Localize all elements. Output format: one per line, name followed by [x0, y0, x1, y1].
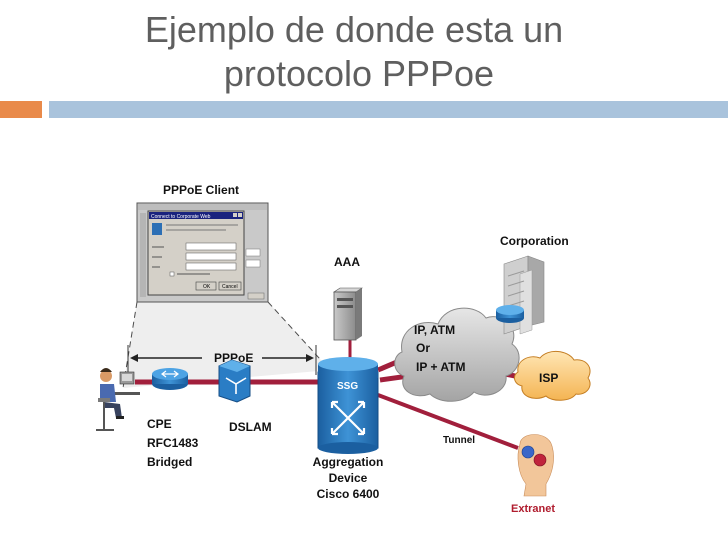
- pppoe-client-label: PPPoE Client: [163, 183, 239, 197]
- dialog-ok-label: OK: [203, 284, 211, 290]
- cpe-router-icon: [152, 368, 188, 390]
- extranet-label: Extranet: [511, 503, 555, 515]
- dialog-cancel-label: Cancel: [222, 284, 238, 290]
- dialog-help-icon[interactable]: [233, 213, 237, 217]
- dialog-side-field: [245, 259, 261, 268]
- aaa-server-icon: [333, 287, 363, 341]
- dialog-title: Connect to Corporate Web: [151, 214, 211, 220]
- dialog-cancel-button[interactable]: [218, 281, 242, 291]
- cloud-label-line3: IP + ATM: [416, 360, 465, 374]
- tunnel-label: Tunnel: [443, 435, 475, 446]
- title-line-1: Ejemplo de donde esta un: [144, 9, 564, 50]
- aaa-label: AAA: [334, 255, 360, 269]
- dialog-outer-button[interactable]: [247, 292, 265, 300]
- pppoe-client-dialog: Connect to Corporate Web OK Cancel: [122, 202, 331, 389]
- cpe-label-line2: RFC1483: [147, 436, 199, 450]
- aggregation-label-line3: Cisco 6400: [317, 487, 380, 501]
- accent-bar-orange: [0, 101, 42, 118]
- cloud-label-line2: Or: [416, 341, 430, 355]
- tunnel-link: [377, 393, 519, 450]
- dialog-close-icon[interactable]: [238, 213, 242, 217]
- dialog-side-field: [245, 248, 261, 257]
- dialog-password-field[interactable]: [185, 252, 237, 261]
- dialog-titlebar: [149, 212, 243, 219]
- dialog-dial-field[interactable]: [185, 262, 237, 271]
- ip-atm-cloud-icon: IP, ATM Or IP + ATM: [394, 307, 520, 402]
- aggregation-device-icon: SSG: [317, 357, 379, 454]
- cpe-label-line1: CPE: [147, 417, 172, 431]
- dialog-save-checkbox[interactable]: [169, 271, 175, 277]
- corporation-label: Corporation: [500, 234, 569, 248]
- dialog-outer-sidebar: [140, 213, 146, 297]
- dslam-icon: [218, 359, 251, 403]
- dialog-zoom-projection: [123, 302, 330, 388]
- dslam-label: DSLAM: [229, 420, 272, 434]
- ssg-label: SSG: [337, 381, 358, 392]
- aggregation-label-line2: Device: [329, 471, 368, 485]
- corporation-building-icon: [496, 255, 545, 335]
- pppoe-span-label: PPPoE: [214, 351, 253, 365]
- dialog-username-field[interactable]: [185, 242, 237, 251]
- accent-bar-blue: [49, 101, 728, 118]
- extranet-icon: [517, 434, 554, 497]
- cpe-label-line3: Bridged: [147, 455, 192, 469]
- dialog-network-icon: [152, 223, 162, 235]
- aggregation-label-line1: Aggregation: [313, 455, 384, 469]
- user-workstation-icon: [96, 368, 140, 431]
- zoom-line-right: [267, 301, 331, 371]
- dialog-ok-button[interactable]: [195, 281, 217, 291]
- isp-cloud-icon: ISP: [514, 351, 591, 401]
- pppoe-arrowhead-right: [306, 354, 314, 362]
- pppoe-arrowhead-left: [130, 354, 138, 362]
- title-line-2: protocolo PPPoe: [223, 53, 495, 94]
- isp-label: ISP: [539, 371, 558, 385]
- pppoe-span: PPPoE: [127, 345, 317, 375]
- cloud-label-line1: IP, ATM: [414, 323, 455, 337]
- slide-title: Ejemplo de donde esta un protocolo PPPoe: [0, 8, 728, 96]
- dialog-outer-titlebar: [138, 204, 267, 210]
